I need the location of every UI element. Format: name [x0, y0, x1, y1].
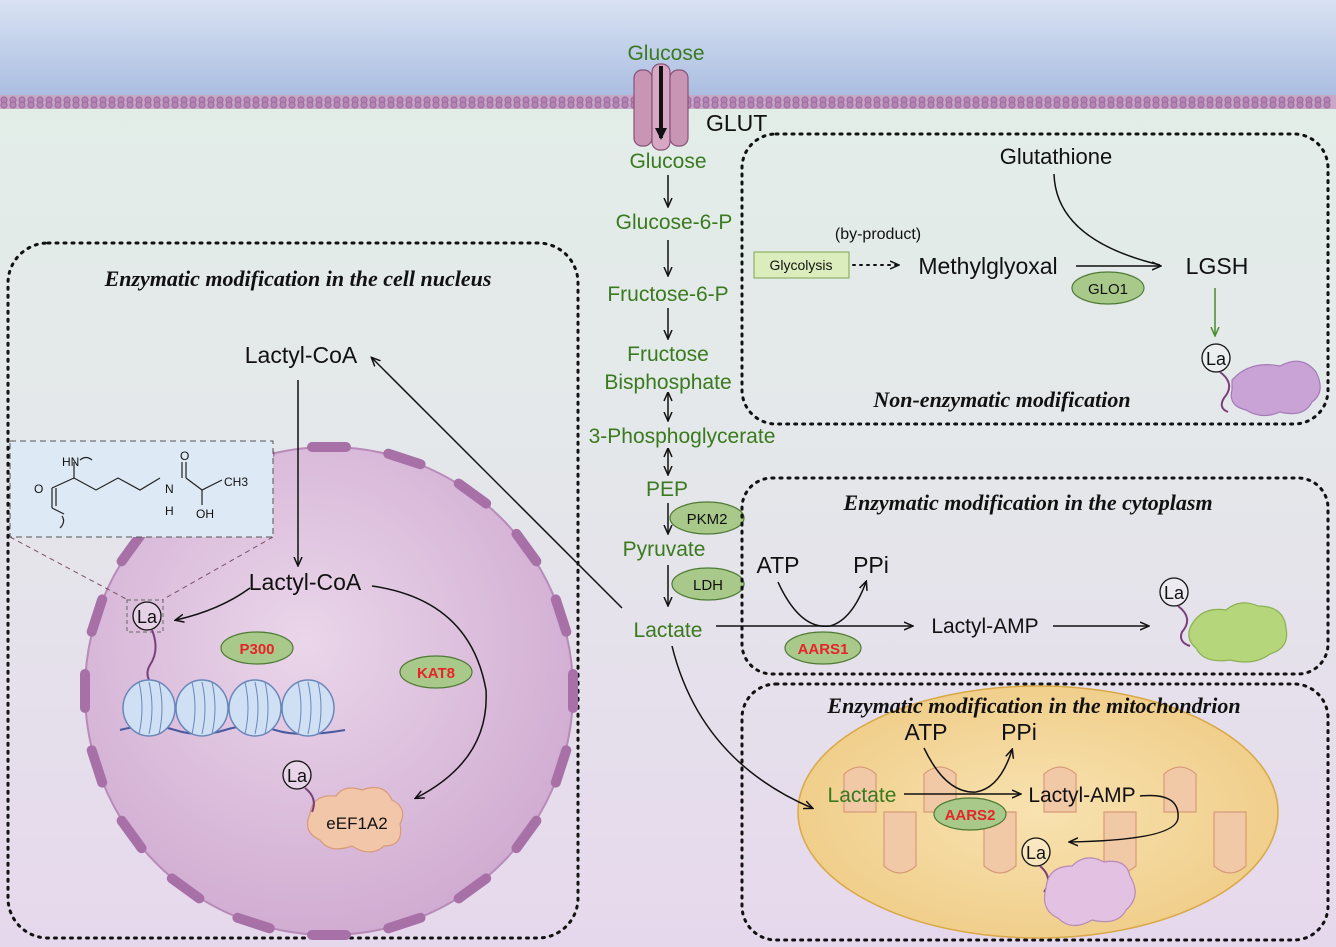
- ldh-label: LDH: [693, 577, 723, 594]
- arrow-lactate-to-lactyl-coa: [372, 358, 623, 609]
- la-mito-circle: [1021, 837, 1051, 867]
- non-enzymatic-section-title: Non-enzymatic modification: [872, 387, 1130, 412]
- la-eef1a2-label: La: [287, 766, 308, 786]
- glut-label: GLUT: [706, 110, 767, 136]
- mitochondrion-icon: [797, 685, 1279, 939]
- eef1a2-label: eEF1A2: [326, 814, 387, 833]
- nonenzymatic-protein-icon: [1230, 360, 1321, 417]
- lactyl-coa-inner-label: Lactyl-CoA: [249, 569, 362, 595]
- la-highlight-box: [126, 599, 164, 633]
- non-enzymatic-section-box: [740, 132, 1330, 426]
- kat8-label: KAT8: [417, 665, 455, 682]
- glucose-6-p-label: Glucose-6-P: [616, 211, 733, 234]
- glucose-extracellular-label: Glucose: [627, 42, 704, 65]
- cyto-atp-label: ATP: [756, 552, 799, 578]
- la-histone-label: La: [137, 607, 158, 627]
- cyto-ppi-label: PPi: [853, 552, 889, 578]
- structure-oh: OH: [196, 507, 214, 521]
- fructose-bisphosphate-line1: Fructose: [627, 343, 709, 366]
- glo1-label: GLO1: [1088, 281, 1128, 298]
- 3-phosphoglycerate-label: 3-Phosphoglycerate: [589, 425, 776, 448]
- inset-connector-right: [161, 536, 274, 601]
- la-nonenzymatic-label: La: [1206, 349, 1227, 369]
- structure-n: N: [165, 482, 174, 496]
- arrow-glutathione-merge: [1053, 173, 1161, 266]
- glo1-enzyme: [1071, 271, 1145, 305]
- glycolysis-pathway: Glucose-6-P Fructose-6-P Fructose Bispho…: [589, 175, 776, 642]
- la-eef1a2-circle: [282, 760, 312, 790]
- mito-lactyl-amp-label: Lactyl-AMP: [1028, 784, 1135, 807]
- molecule-wavy-bond: [59, 515, 65, 529]
- inset-connector-left: [9, 536, 129, 601]
- nucleus-section-title: Enzymatic modification in the cell nucle…: [104, 266, 492, 291]
- pyruvate-label: Pyruvate: [623, 538, 706, 561]
- glut-transporter-icon: [633, 63, 689, 151]
- pkm2-enzyme: [669, 501, 745, 535]
- structure-h: H: [165, 504, 174, 518]
- cytoplasm-section-title: Enzymatic modification in the cytoplasm: [842, 490, 1212, 515]
- byproduct-label: (by-product): [835, 226, 921, 243]
- arrow-atp-ppi-mito: [923, 748, 1012, 793]
- aars1-enzyme: [784, 631, 862, 665]
- la-cyto-label: La: [1164, 583, 1185, 603]
- cyto-protein-icon: [1188, 602, 1288, 663]
- cyto-lactyl-amp-label: Lactyl-AMP: [931, 615, 1038, 638]
- arrow-lactate-to-mitochondrion: [671, 645, 812, 808]
- pep-label: PEP: [646, 478, 688, 501]
- structure-ch3: CH3: [224, 475, 248, 489]
- nonenzymatic-tail: [1219, 371, 1231, 413]
- histone-tail: [146, 629, 157, 685]
- eef1a2-tail: [304, 787, 315, 813]
- glycolysis-box: [753, 251, 850, 279]
- aars2-label: AARS2: [945, 807, 996, 824]
- glutathione-label: Glutathione: [1000, 144, 1113, 169]
- p300-label: P300: [239, 641, 274, 658]
- aars2-enzyme: [933, 797, 1007, 831]
- mito-atp-label: ATP: [904, 719, 947, 745]
- glucose-intracellular-label: Glucose: [629, 150, 706, 173]
- lactyllysine-structure-inset: HN O N H O OH CH3: [9, 440, 274, 601]
- lactate-label: Lactate: [634, 619, 703, 642]
- nucleus-section-box: [6, 241, 580, 940]
- molecule-bonds: [51, 462, 223, 515]
- lactyl-coa-outer-label: Lactyl-CoA: [245, 342, 358, 368]
- fructose-bisphosphate-line2: Bisphosphate: [604, 371, 731, 394]
- mito-ppi-label: PPi: [1001, 719, 1037, 745]
- arrow-lactyl-coa-to-eef1a2: [371, 585, 487, 798]
- kat8-enzyme: [399, 655, 473, 689]
- ldh-enzyme: [671, 567, 745, 601]
- structure-o1: O: [34, 482, 43, 496]
- structure-hn: HN: [62, 455, 79, 469]
- p300-enzyme: [220, 631, 294, 665]
- mito-protein-icon: [1043, 857, 1136, 927]
- eef1a2-protein-icon: [307, 787, 404, 853]
- aars1-label: AARS1: [798, 641, 849, 658]
- structure-o2: O: [180, 449, 189, 463]
- molecule-wavy-bond-top: [79, 456, 93, 461]
- la-cyto-circle: [1159, 577, 1189, 607]
- mito-lactate-label: Lactate: [828, 784, 897, 807]
- mitochondrion-section-title: Enzymatic modification in the mitochondr…: [826, 693, 1240, 718]
- arrow-lactyl-coa-to-histone: [176, 587, 251, 620]
- la-nonenzymatic-circle: [1201, 343, 1231, 373]
- methylglyoxal-label: Methylglyoxal: [918, 253, 1057, 279]
- arrow-lactyl-amp-protein-mito: [1070, 794, 1179, 842]
- nucleosome-chain-icon: [119, 679, 346, 737]
- cytoplasm-section-box: [740, 476, 1330, 676]
- fructose-6-p-label: Fructose-6-P: [607, 283, 728, 306]
- pkm2-label: PKM2: [687, 511, 728, 528]
- mitochondrion-section-box: [740, 682, 1330, 942]
- glycolysis-label: Glycolysis: [769, 257, 832, 273]
- cyto-tail: [1177, 605, 1191, 647]
- la-histone-circle: [132, 601, 162, 631]
- la-mito-label: La: [1026, 843, 1047, 863]
- lgsh-label: LGSH: [1186, 253, 1249, 279]
